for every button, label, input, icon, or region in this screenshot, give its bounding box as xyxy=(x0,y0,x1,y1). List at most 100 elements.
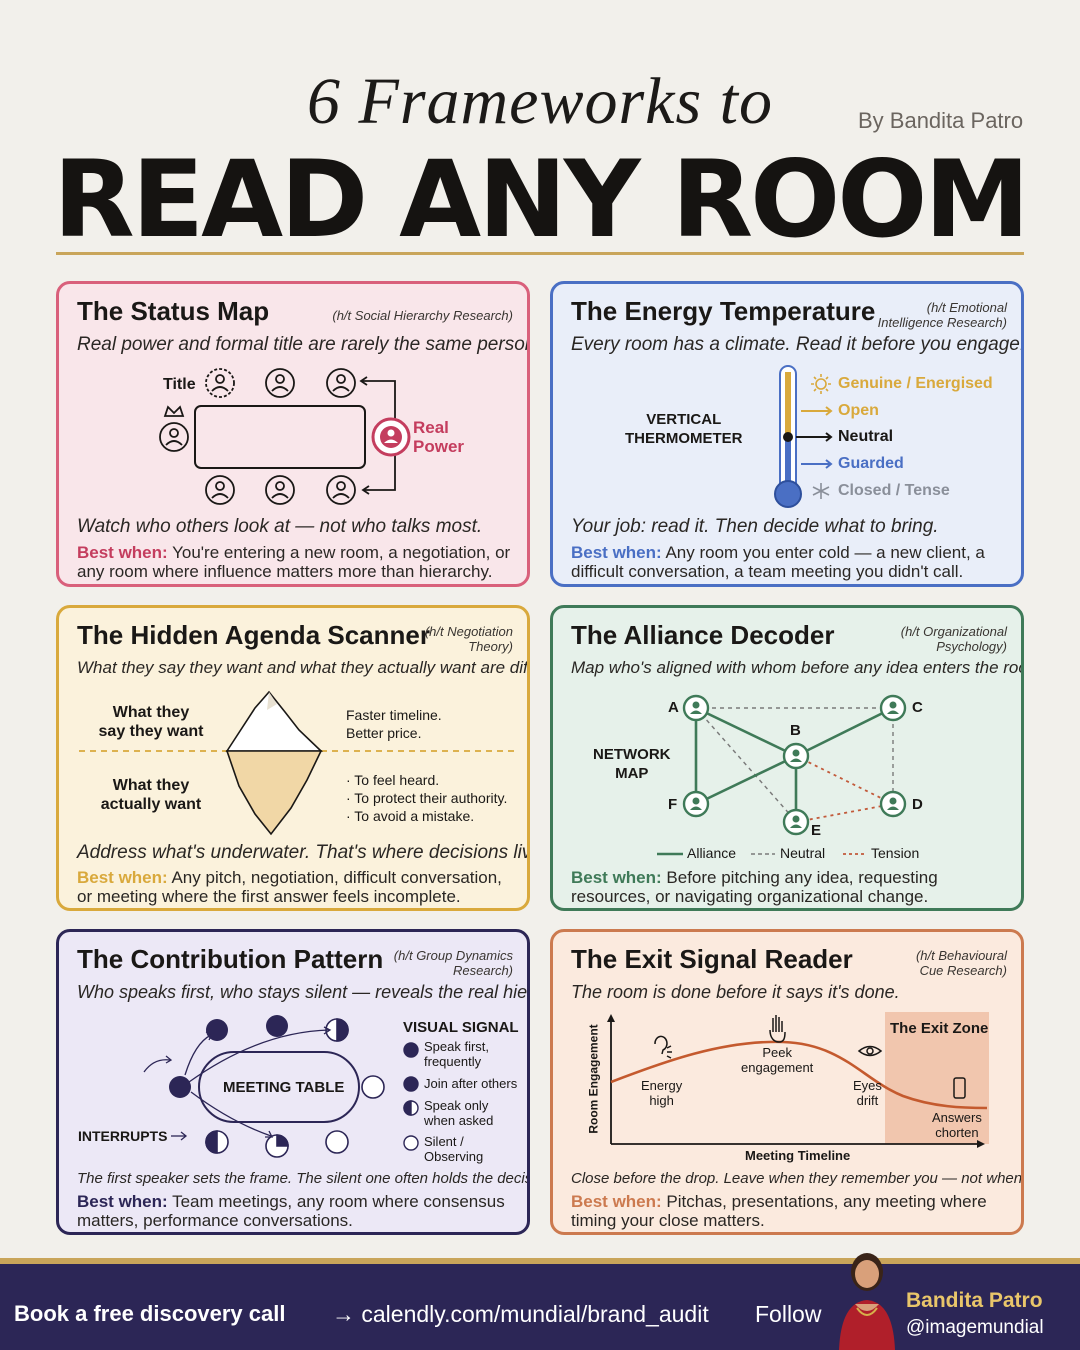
legend-alliance: Alliance xyxy=(687,845,737,861)
card-title: The Exit Signal Reader xyxy=(571,944,853,974)
signal-line1: Speak first, xyxy=(424,1039,490,1054)
signal-silent: Silent /Observing xyxy=(424,1134,483,1164)
meeting-diagram xyxy=(143,1015,419,1158)
card-title: The Contribution Pattern xyxy=(77,944,384,974)
best-text: Pitchas, presentations, any meeting wher… xyxy=(571,1192,987,1230)
point-line1: Eyes xyxy=(853,1078,882,1093)
card-insight: Close before the drop. Leave when they r… xyxy=(571,1170,1023,1187)
card-best-when: Best when: Pitchas, presentations, any m… xyxy=(571,1192,1007,1230)
x-axis-label: Meeting Timeline xyxy=(745,1148,851,1163)
avatar xyxy=(839,1253,895,1350)
real-label: Real xyxy=(413,418,449,437)
ht-line1: (h/t Negotiation xyxy=(424,624,513,639)
title-divider xyxy=(56,252,1024,255)
card-hidden-agenda: The Hidden Agenda Scanner (h/t Negotiati… xyxy=(56,605,530,911)
deep-item: · To avoid a mistake. xyxy=(346,808,475,824)
card-status-map: The Status Map (h/t Social Hierarchy Res… xyxy=(56,281,530,587)
visual-signal-title: VISUAL SIGNAL xyxy=(403,1019,519,1036)
ht-line2: Intelligence Research) xyxy=(877,315,1007,330)
signal-line2: Observing xyxy=(424,1149,484,1164)
footer-bar xyxy=(0,1264,1080,1350)
card-insight: Your job: read it. Then decide what to b… xyxy=(571,516,939,537)
deep-item: · To protect their authority. xyxy=(346,790,508,806)
surface-line1: Faster timeline. xyxy=(346,707,442,723)
point-line2: drift xyxy=(856,1093,879,1108)
snowflake-icon xyxy=(812,483,830,499)
thermometer xyxy=(774,365,833,508)
signal-speak-first: Speak first,frequently xyxy=(424,1039,489,1069)
title-line1: 6 Frameworks to xyxy=(307,65,773,138)
node-a: A xyxy=(668,699,679,716)
surface-wants: Faster timeline. Better price. xyxy=(346,706,442,742)
ht-line2: Cue Research) xyxy=(919,963,1007,978)
card-best-when: Best when: Before pitching any idea, req… xyxy=(571,868,1007,906)
footer-cta: Book a free discovery call xyxy=(14,1301,286,1326)
best-label: Best when: xyxy=(77,1192,168,1211)
node-e: E xyxy=(811,822,822,839)
interrupts-label: INTERRUPTS xyxy=(78,1128,168,1144)
signal-line1: Speak only xyxy=(424,1098,489,1113)
footer-name: Bandita Patro xyxy=(906,1289,1043,1312)
ht-line2: Research) xyxy=(453,963,513,978)
legend-tension: Tension xyxy=(871,845,920,861)
ht-line2: Psychology) xyxy=(936,639,1007,654)
y-axis-label: Room Engagement xyxy=(586,1024,601,1134)
ht-line1: (h/t Emotional xyxy=(926,300,1007,315)
card-insight: Watch who others look at — not who talks… xyxy=(77,516,483,537)
card-insight: Address what's underwater. That's where … xyxy=(77,842,530,863)
footer-divider xyxy=(0,1258,1080,1264)
ht-line2: Theory) xyxy=(468,639,513,654)
footer-handle[interactable]: @imagemundial xyxy=(906,1317,1044,1338)
signal-line2: frequently xyxy=(424,1054,482,1069)
thermo-label2: THERMOMETER xyxy=(625,430,743,447)
point-line1: Energy xyxy=(641,1078,683,1093)
byline: By Bandita Patro xyxy=(858,108,1024,133)
deep-item: · To feel heard. xyxy=(346,772,440,788)
level-neutral: Neutral xyxy=(838,428,894,445)
signal-line1: Join after others xyxy=(424,1076,518,1091)
best-label: Best when: xyxy=(77,868,168,887)
level-guarded: Guarded xyxy=(838,455,904,472)
engagement-chart xyxy=(607,1012,989,1148)
best-text: Any pitch, negotiation, difficult conver… xyxy=(77,868,502,906)
card-best-when: Best when: You're entering a new room, a… xyxy=(77,543,513,581)
best-text: Before pitching any idea, requesting res… xyxy=(571,868,938,906)
node-c: C xyxy=(912,699,923,716)
actual-line1: What they xyxy=(112,777,190,794)
point-line2: engagement xyxy=(741,1060,814,1075)
best-label: Best when: xyxy=(571,543,662,562)
node-icons xyxy=(682,694,907,836)
power-label: Power xyxy=(413,437,465,456)
level-closed: Closed / Tense xyxy=(838,482,950,499)
best-text: You're entering a new room, a negotiatio… xyxy=(77,543,511,581)
surface-line2: Better price. xyxy=(346,725,422,741)
network-map xyxy=(657,694,907,856)
deep-wants: · To feel heard. · To protect their autho… xyxy=(346,771,507,825)
node-d: D xyxy=(912,796,923,813)
card-subtitle: Who speaks first, who stays silent — rev… xyxy=(77,982,528,1002)
point-line1: Answers xyxy=(932,1110,982,1125)
card-contribution-pattern: The Contribution Pattern (h/t Group Dyna… xyxy=(56,929,530,1235)
status-diagram xyxy=(159,368,411,505)
footer-url-link[interactable]: → calendly.com/mundial/brand_audit xyxy=(332,1301,709,1327)
best-text: Any room you enter cold — a new client, … xyxy=(571,543,985,581)
exit-zone-label: The Exit Zone xyxy=(890,1020,989,1037)
level-open: Open xyxy=(838,402,879,419)
meeting-table-label: MEETING TABLE xyxy=(223,1079,345,1096)
best-text: Team meetings, any room where consensus … xyxy=(77,1192,505,1230)
card-title: The Energy Temperature xyxy=(571,296,876,326)
say-line1: What they xyxy=(112,704,190,721)
